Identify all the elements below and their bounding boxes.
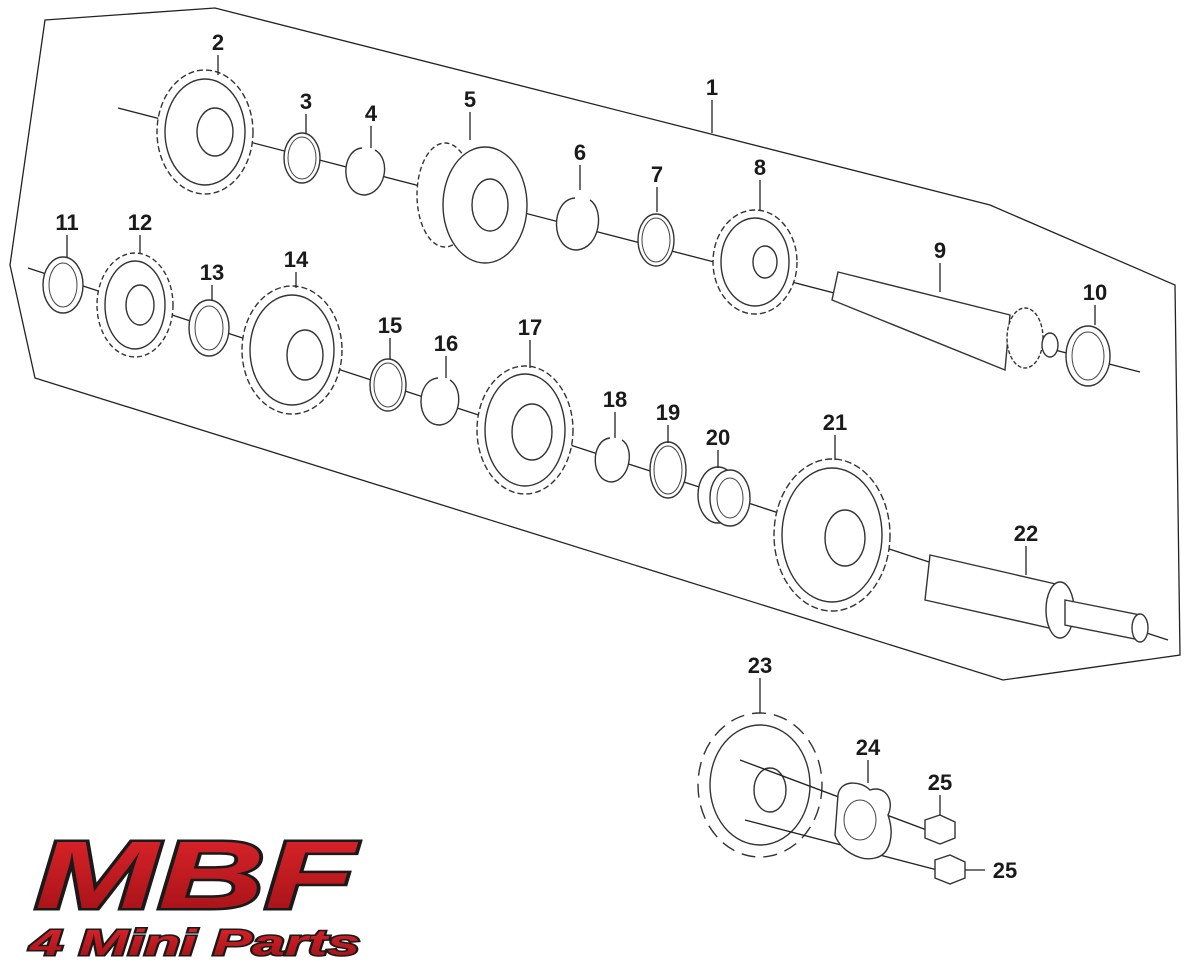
callout-16: 16 <box>434 331 458 356</box>
callout-6: 6 <box>574 140 586 165</box>
callout-9: 9 <box>934 238 946 263</box>
part-15-circlip[interactable] <box>369 358 407 412</box>
callout-1: 1 <box>706 75 718 100</box>
callout-19: 19 <box>656 400 680 425</box>
part-5-gear[interactable] <box>416 142 528 264</box>
callout-25-lower: 25 <box>993 858 1017 883</box>
part-9-countershaft[interactable] <box>831 271 1059 372</box>
part-10-washer[interactable] <box>1065 325 1111 387</box>
callout-18: 18 <box>603 387 627 412</box>
part-24-lock-plate[interactable] <box>834 782 892 860</box>
mbf-logo: MBF 4 Mini Parts <box>27 820 362 965</box>
callout-13: 13 <box>200 260 224 285</box>
callout-23: 23 <box>748 653 772 678</box>
part-25-bolt-upper[interactable] <box>924 814 956 845</box>
part-20-bushing[interactable] <box>697 466 751 527</box>
part-8-gear[interactable] <box>712 209 798 315</box>
callout-14: 14 <box>284 247 309 272</box>
callout-11: 11 <box>55 210 78 235</box>
callout-21: 21 <box>823 410 847 435</box>
part-19-circlip[interactable] <box>649 441 687 499</box>
part-23-sprocket[interactable] <box>697 712 823 858</box>
callout-7: 7 <box>651 162 663 187</box>
part-17-gear[interactable] <box>476 365 574 495</box>
callout-4: 4 <box>365 101 378 126</box>
callout-17: 17 <box>518 315 542 340</box>
callout-12: 12 <box>128 210 152 235</box>
part-21-gear[interactable] <box>773 458 891 612</box>
callout-10: 10 <box>1083 280 1107 305</box>
part-22-mainshaft[interactable] <box>924 554 1149 643</box>
part-14-gear[interactable] <box>241 285 343 415</box>
assembly-outline <box>9 7 1181 681</box>
leader-lines <box>66 55 1096 871</box>
part-16-snap-ring[interactable] <box>420 377 460 426</box>
part-13-washer[interactable] <box>188 299 230 357</box>
part-25-bolt-lower[interactable] <box>934 854 966 885</box>
part-7-circlip[interactable] <box>637 213 675 267</box>
part-11-washer[interactable] <box>42 256 84 314</box>
callout-15: 15 <box>378 313 402 338</box>
logo-brand: MBF <box>35 822 359 929</box>
callout-2: 2 <box>212 30 224 55</box>
part-4-snap-ring[interactable] <box>345 147 386 196</box>
part-6-snap-ring[interactable] <box>555 197 600 251</box>
part-12-gear[interactable] <box>96 252 174 358</box>
part-18-snap-ring[interactable] <box>594 437 630 483</box>
callout-5: 5 <box>464 87 476 112</box>
callout-3: 3 <box>300 89 312 114</box>
callout-24: 24 <box>856 735 881 760</box>
callout-8: 8 <box>754 155 766 180</box>
part-2-gear[interactable] <box>156 69 254 195</box>
callout-22: 22 <box>1014 521 1038 546</box>
logo-tagline: 4 Mini Parts <box>28 922 360 963</box>
part-3-circlip[interactable] <box>283 132 321 184</box>
callout-20: 20 <box>706 425 730 450</box>
callout-25-upper: 25 <box>928 770 952 795</box>
